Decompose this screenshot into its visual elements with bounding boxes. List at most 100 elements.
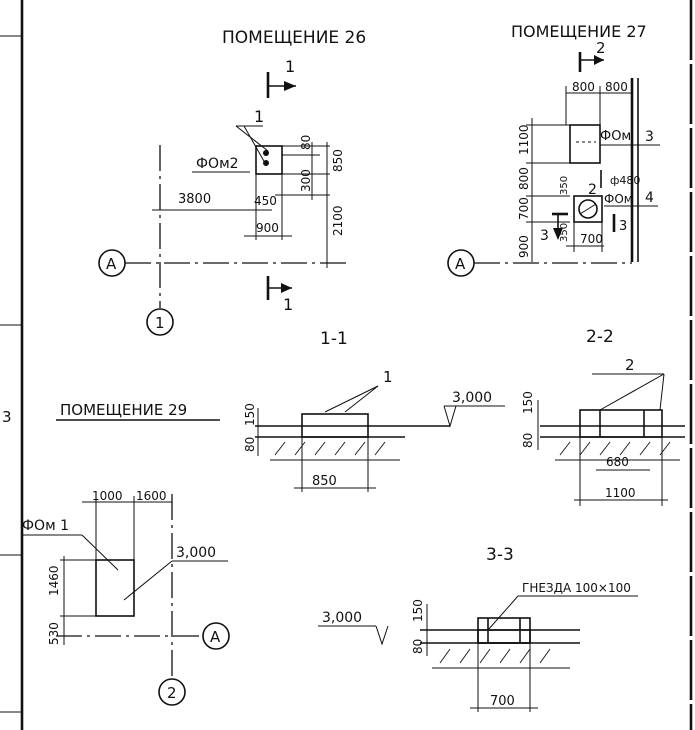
dim-1460: 1460: [47, 565, 61, 596]
callout-leader: [243, 125, 266, 164]
section-arrowhead: [284, 81, 296, 91]
dim-700-v: 700: [517, 197, 531, 220]
room-27-plan: ПОМЕЩЕНИЕ 27 2 800 800 ФОм 3 1100 800 70…: [447, 22, 660, 277]
room-29-title: ПОМЕЩЕНИЕ 29: [60, 401, 187, 419]
callout-label: 2: [625, 356, 635, 374]
dim-800-v: 800: [517, 167, 531, 190]
dim-1600: 1600: [136, 489, 167, 503]
section-3-label: 3: [540, 228, 549, 244]
room-26-plan: ПОМЕЩЕНИЕ 26 1 1 ФОм2 80 850 300 2100 38…: [98, 28, 366, 336]
axis-a-label: А: [455, 255, 466, 273]
dim-1100: 1100: [605, 486, 636, 500]
dim-1100: 1100: [517, 124, 531, 155]
section-1-1-title: 1-1: [320, 329, 348, 349]
hatch: [354, 441, 366, 456]
dim-300: 300: [299, 169, 313, 192]
room-29-plan: ПОМЕЩЕНИЕ 29 1000 1600 ФОм 1 3,000 1460 …: [22, 401, 230, 706]
anchor-hole: [263, 160, 269, 166]
hatch: [479, 648, 491, 664]
section-1-1: 1-1 1 150 80 850 3,000: [243, 329, 505, 492]
level-mark: 3,000: [452, 390, 492, 406]
level-mark: 3,000: [176, 545, 216, 561]
callout-2: 2: [588, 182, 597, 198]
dim-80: 80: [243, 437, 257, 452]
level-triangle: [443, 405, 457, 428]
callout-leader: [599, 373, 665, 411]
section-2-2: 2-2 2 150 80 680 1100: [521, 327, 685, 506]
hatch: [599, 441, 611, 456]
hatch: [539, 648, 551, 664]
nests-label: ГНЕЗДА 100×100: [522, 581, 631, 595]
callout-label: 1: [254, 107, 264, 126]
anchor-hole: [263, 150, 269, 156]
axis-a-label: А: [106, 255, 117, 273]
dim-450: 450: [254, 194, 277, 208]
dim-2100: 2100: [331, 205, 345, 236]
callout-leader: [81, 534, 119, 571]
section-2-2-title: 2-2: [586, 327, 614, 347]
callout-3: 3: [645, 129, 654, 145]
callout-leader: [344, 385, 379, 413]
hatch: [519, 648, 531, 664]
hatch: [639, 441, 651, 456]
dim-680: 680: [606, 455, 629, 469]
foundation-block: [255, 145, 283, 175]
dim-850: 850: [331, 149, 345, 172]
level-triangle: [375, 625, 389, 646]
callout-leader: [324, 385, 379, 413]
section-mark-bottom-label: 1: [283, 295, 293, 314]
foundation-block-upper: [569, 124, 601, 164]
dim-350-a: 350: [559, 176, 570, 195]
dim-150: 150: [243, 403, 257, 426]
foundation-section: [301, 413, 369, 438]
dim-1000: 1000: [92, 489, 123, 503]
section-arrowhead: [553, 228, 563, 240]
pipe-diameter: ф480: [610, 174, 640, 187]
callout-leader: [659, 373, 665, 411]
callout-4: 4: [645, 190, 654, 206]
pipe-hatch: [579, 203, 597, 215]
foundation-label: ФОм2: [196, 156, 239, 172]
dim-900-v: 900: [517, 235, 531, 258]
hatch: [559, 441, 571, 456]
callout-leader: [235, 125, 269, 152]
callout-leader: [123, 560, 173, 601]
hatch: [314, 441, 326, 456]
section-mark-label: 1: [285, 57, 295, 76]
foundation-block: [95, 559, 135, 617]
dim-800-a: 800: [572, 80, 595, 94]
axis-2-label: 2: [167, 684, 177, 702]
axis-bubble-a: [202, 622, 230, 650]
dim-350-b: 350: [559, 223, 570, 242]
hatch: [619, 441, 631, 456]
dim-3800: 3800: [178, 192, 211, 207]
dim-150: 150: [411, 599, 425, 622]
hatch: [579, 441, 591, 456]
dim-80: 80: [299, 135, 313, 150]
foundation-raised: [477, 617, 531, 644]
dim-80: 80: [411, 639, 425, 654]
dim-80: 80: [521, 433, 535, 448]
hatch: [374, 441, 386, 456]
section-arrowhead: [281, 283, 292, 293]
callout-leader: [487, 595, 519, 631]
hatch: [334, 441, 346, 456]
section-3-3-title: 3-3: [486, 545, 514, 565]
axis-1-label: 1: [155, 314, 165, 332]
hatch: [294, 441, 306, 456]
margin-mark: 3: [2, 408, 12, 426]
section-mark-label: 2: [596, 39, 606, 57]
callout-label: 1: [383, 368, 393, 386]
hatch: [439, 648, 451, 664]
hatch: [499, 648, 511, 664]
hatch: [459, 648, 471, 664]
section-3b-label: 3: [619, 219, 627, 234]
dim-700: 700: [490, 694, 515, 709]
dim-150: 150: [521, 391, 535, 414]
room-27-title: ПОМЕЩЕНИЕ 27: [511, 22, 647, 41]
level-mark: 3,000: [322, 610, 362, 626]
pipe-circle: [578, 199, 598, 219]
axis-bubble-1: [146, 308, 174, 336]
foundation-section: [579, 409, 663, 438]
